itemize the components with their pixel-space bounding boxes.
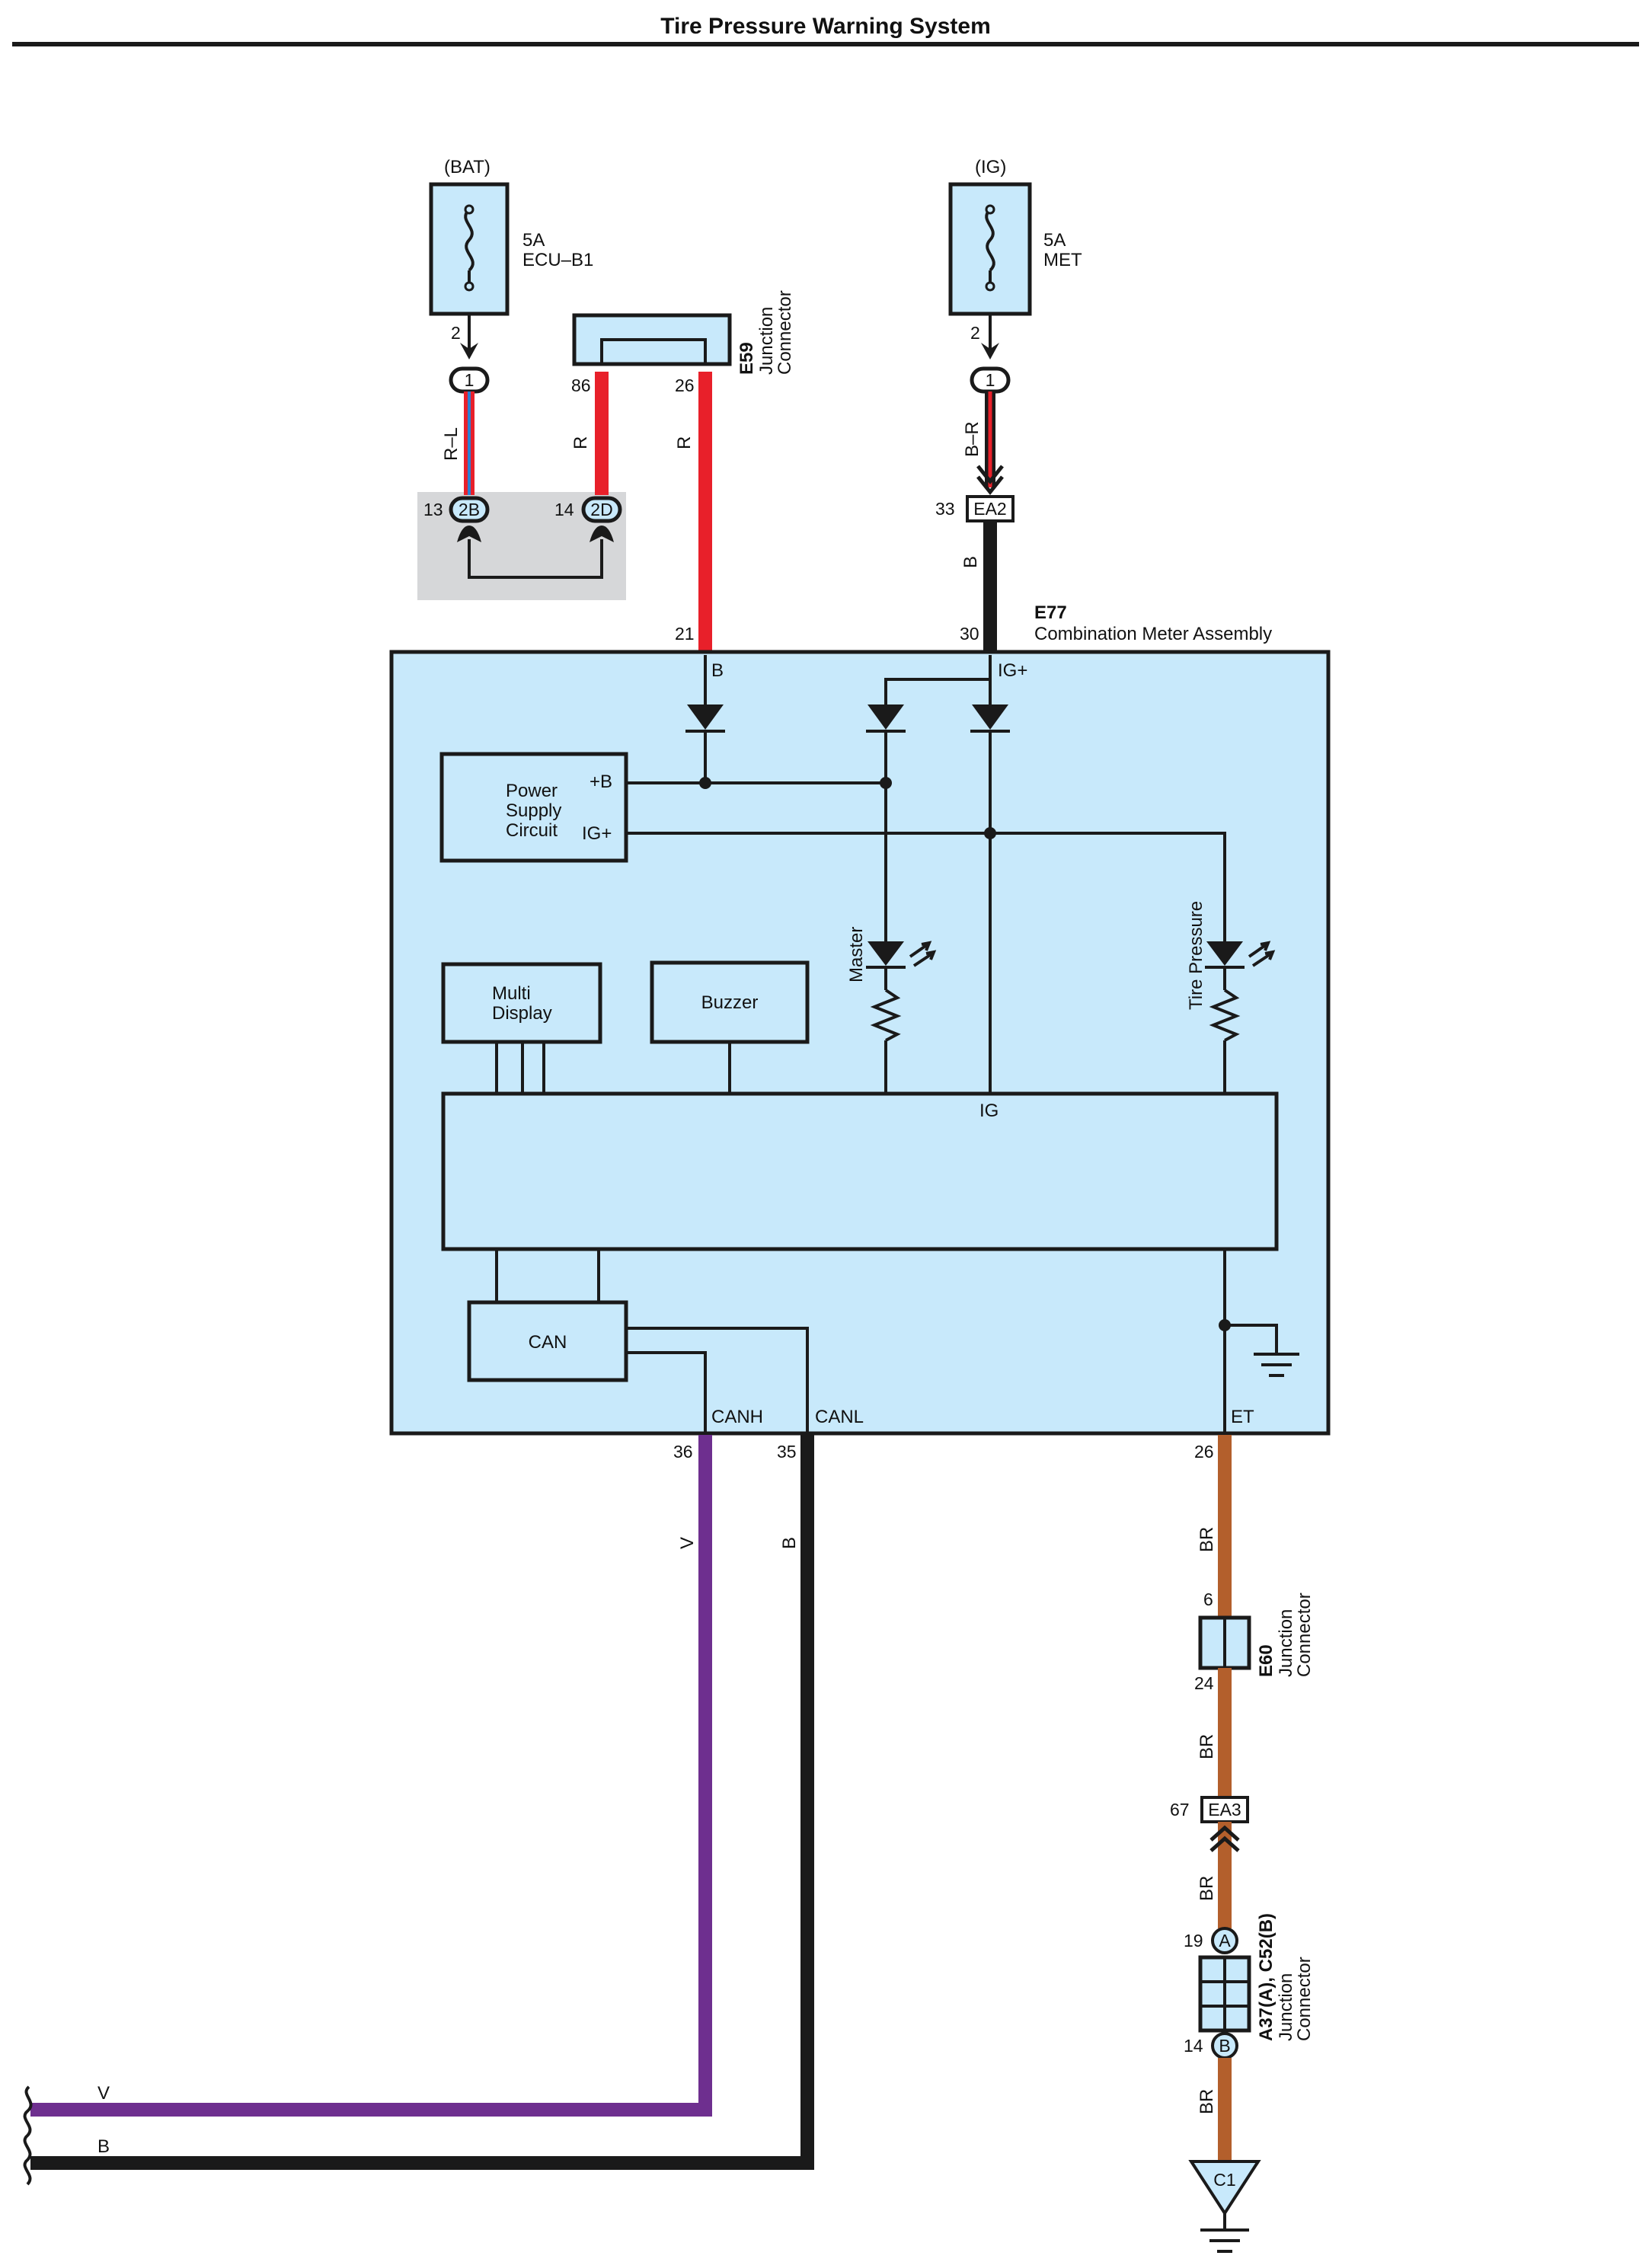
can-block [467,1300,628,1382]
ps-line-1: Power [506,781,558,801]
e77-id: E77 [1034,602,1067,623]
buzzer-label: Buzzer [701,992,759,1013]
e59-id: E59 [737,342,757,375]
splice-loop [468,539,603,579]
e59-desc-2: Connector [775,290,795,375]
bat-pin-arrow [460,343,478,359]
connector-2d-label: 2D [590,500,612,519]
page-title: Tire Pressure Warning System [660,14,991,39]
fuse-ig-rating: 5A [1043,230,1066,251]
e77-term-canh: CANH [711,1407,763,1427]
e60-desc-2: Connector [1294,1593,1315,1677]
connector-2b-pin: 13 [423,500,443,519]
wire-label-r1: R [570,436,591,449]
fuse-ig-source: (IG) [975,157,1006,177]
ea2-arrows [976,465,1004,496]
connector-2b [449,496,490,523]
ground-c1-label: C1 [1213,2170,1235,2190]
ea3-arrows [1209,1825,1240,1852]
wire-b-canl [30,1435,814,2170]
a37-pin: 19 [1184,1931,1203,1950]
connector-2b-label: 2B [459,500,480,519]
c52-pin: 14 [1184,2036,1203,2056]
e60-desc-1: Junction [1276,1609,1296,1677]
e77-pin-et: 26 [1194,1442,1214,1462]
fuse-met: (IG) 5A MET [948,157,1082,316]
ps-line-3: Circuit [506,820,558,841]
wire-label-r-l: R–L [441,427,462,461]
a37c52-id: A37(A), C52(B) [1256,1913,1277,2041]
connector-ea3-label: EA3 [1208,1800,1241,1820]
e77-term-canl: CANL [815,1407,864,1427]
e59-pin-a: 86 [571,375,591,395]
buzzer [650,960,810,1044]
e59-desc-1: Junction [756,307,777,375]
connector-2d-pin: 14 [554,500,574,519]
power-supply-circuit [439,752,628,863]
connector-2b-arrow [457,526,481,542]
ig-plug-pin: 1 [986,370,995,390]
e77-term-et: ET [1231,1407,1254,1427]
bus-break-mark [23,2085,33,2186]
e77-name: Combination Meter Assembly [1034,624,1272,644]
ps-ig-plus: IG+ [582,823,612,844]
fuse-bat-name: ECU–B1 [522,250,593,270]
connector-2d [581,496,622,523]
can-label: CAN [529,1332,567,1353]
fuse-bat-rating: 5A [522,230,545,251]
wire-label-br1: BR [1197,1527,1217,1552]
a37c52-desc-1: Junction [1276,1973,1296,2041]
wire-label-b-r: B–R [962,421,983,457]
wire-label-b-canl: B [779,1537,800,1549]
e77-pin-canh: 36 [673,1442,693,1462]
e77-pin-canl: 35 [777,1442,797,1462]
fuse-ig-name: MET [1043,250,1082,270]
multi-display-line-2: Display [492,1003,552,1024]
cpu-ig-label: IG [979,1101,999,1121]
wire-label-br4: BR [1197,2089,1217,2114]
c52-letter: B [1219,2036,1230,2056]
tire-pressure-label: Tire Pressure [1186,901,1206,1010]
connector-ea2-label: EA2 [973,499,1006,519]
fuse-ecu-b1: (BAT) 5A ECU–B1 [429,157,593,316]
a37-letter: A [1219,1931,1231,1950]
a37c52-desc-2: Connector [1294,1957,1315,2041]
e60-pin-top: 6 [1203,1589,1213,1609]
multi-display-line-1: Multi [492,983,531,1004]
wire-label-v: V [677,1537,698,1549]
ground-c1: C1 [1188,2160,1261,2253]
ps-line-2: Supply [506,800,561,821]
junction-connector-a37-c52: A 19 B 14 A37(A), C52(B) Junction Connec… [1184,1913,1315,2059]
e60-pin-bottom: 24 [1194,1673,1214,1693]
e77-pin-b: 21 [675,624,695,644]
wire-label-br2: BR [1197,1734,1217,1759]
e77-term-ig: IG+ [998,660,1027,681]
e77-term-b: B [711,660,724,681]
junction-connector-e59: E59 Junction Connector 86 26 [571,290,795,395]
wire-label-b-ig: B [960,556,981,568]
ig-pin-arrow [981,343,999,359]
connector-2d-arrow [590,526,614,542]
multi-display [441,962,602,1044]
fuse-bat-source: (BAT) [444,157,490,177]
e59-pin-b: 26 [675,375,695,395]
wire-label-r2: R [674,436,695,449]
fuse-bat-pin: 2 [451,323,461,343]
internal-wiring [495,655,1299,1433]
e77-pin-ig: 30 [960,624,979,644]
wire-v-canh [30,1435,712,2117]
fuse-ig-pin: 2 [970,323,980,343]
junction-connector-e60: E60 Junction Connector [1198,1593,1315,1677]
master-label: Master [846,927,867,982]
connector-ea2-pin: 33 [935,499,955,519]
bus-label-b: B [97,2136,110,2157]
connector-ea3-pin: 67 [1170,1800,1190,1820]
ps-plus-b: +B [590,772,612,792]
meter-cpu-block [441,1091,1279,1251]
wire-label-br3: BR [1197,1876,1217,1901]
bus-label-v: V [97,2083,110,2104]
e60-id: E60 [1256,1644,1277,1677]
bat-plug-pin: 1 [465,370,475,390]
